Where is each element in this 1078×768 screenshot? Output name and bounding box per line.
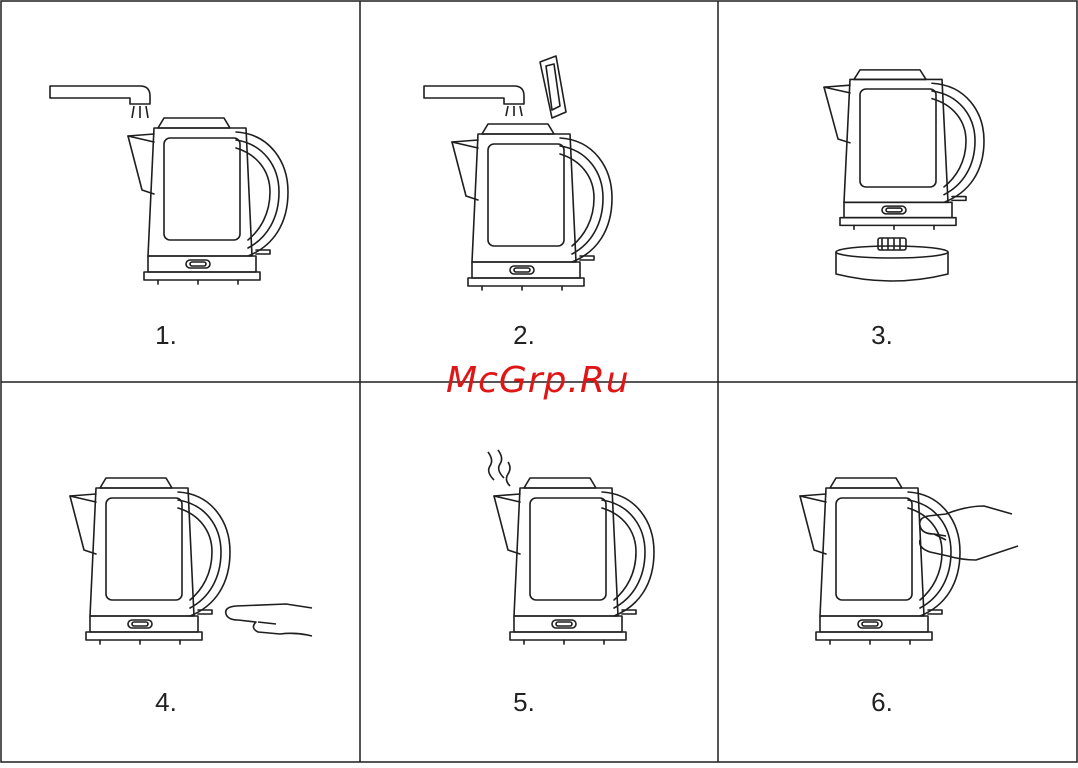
step-number-1: 1. [106,320,226,351]
step-number-4: 4. [106,687,226,718]
panel-4-illustration [70,478,312,644]
panel-6-illustration [800,478,1018,644]
watermark-text: McGrp.Ru [446,360,630,401]
step-number-2: 2. [464,320,584,351]
step-number-3: 3. [822,320,942,351]
panel-3-illustration [824,70,984,281]
step-number-6: 6. [822,687,942,718]
panel-1-illustration [50,86,288,284]
panel-5-illustration [488,450,654,644]
step-number-5: 5. [464,687,584,718]
panel-2-illustration [424,56,612,290]
